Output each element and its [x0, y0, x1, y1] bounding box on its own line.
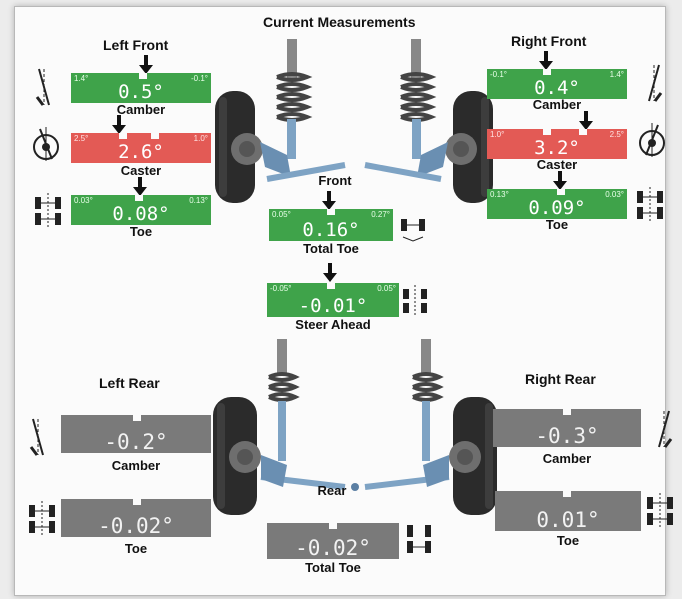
left-rear-toe-label: Toe: [124, 541, 148, 556]
right-front-camber-gauge: -0.1° 1.4° 0.4°: [487, 69, 627, 99]
front-total-toe-gauge: 0.05° 0.27° 0.16°: [269, 209, 393, 241]
left-front-camber-value: 0.5°: [118, 81, 164, 103]
caster-icon: [33, 127, 59, 161]
camber-icon: [648, 64, 663, 102]
front-suspension-illustration: [215, 39, 493, 203]
right-rear-toe-label: Toe: [556, 533, 580, 548]
left-front-toe-value: 0.08°: [112, 203, 170, 225]
steer-ahead-min: -0.05°: [270, 284, 292, 293]
right-rear-heading: Right Rear: [525, 371, 596, 387]
left-front-camber-gauge: 1.4° -0.1° 0.5°: [71, 73, 211, 103]
total-toe-icon: [407, 525, 431, 553]
front-axle-label: Front: [318, 173, 352, 188]
left-rear-toe-value: -0.02°: [98, 514, 174, 538]
right-front-toe-label: Toe: [545, 217, 569, 232]
toe-icon: [29, 501, 55, 535]
left-front-caster-max: 1.0°: [193, 134, 208, 143]
steer-ahead-max: 0.05°: [377, 284, 396, 293]
left-front-toe-max: 0.13°: [189, 196, 208, 205]
steer-ahead-label: Steer Ahead: [295, 317, 371, 332]
left-rear-camber-label: Camber: [111, 458, 161, 473]
steer-ahead-icon: [403, 285, 427, 317]
right-front-caster-label: Caster: [536, 157, 578, 172]
left-rear-camber-value: -0.2°: [104, 430, 168, 454]
right-rear-camber-label: Camber: [542, 451, 592, 466]
left-front-toe-label: Toe: [129, 224, 153, 239]
left-front-camber-max: -0.1°: [191, 74, 208, 83]
right-front-camber-max: 1.4°: [609, 70, 624, 79]
rear-suspension-illustration: [213, 339, 497, 515]
toe-icon: [637, 187, 663, 221]
right-front-toe-gauge: 0.13° 0.03° 0.09°: [487, 189, 627, 219]
right-rear-camber-gauge: -0.3°: [493, 409, 641, 447]
left-rear-heading: Left Rear: [99, 375, 160, 391]
left-front-heading: Left Front: [103, 37, 169, 53]
front-total-toe-value: 0.16°: [302, 219, 360, 241]
right-front-toe-max: 0.03°: [605, 190, 624, 199]
left-front-toe-gauge: 0.03° 0.13° 0.08°: [71, 195, 211, 225]
left-front-caster-label: Caster: [120, 163, 162, 178]
steer-ahead-value: -0.01°: [298, 295, 368, 317]
camber-icon: [658, 410, 673, 448]
page-title: Current Measurements: [263, 14, 416, 30]
right-front-caster-gauge: 1.0° 2.5° 3.2°: [487, 129, 627, 159]
right-front-camber-label: Camber: [532, 97, 582, 112]
front-total-toe-label: Total Toe: [303, 241, 359, 256]
left-front-caster-min: 2.5°: [74, 134, 89, 143]
rear-axle-label: Rear: [317, 483, 347, 498]
steer-ahead-gauge: -0.05° 0.05° -0.01°: [267, 283, 399, 317]
left-rear-toe-gauge: -0.02°: [61, 499, 211, 537]
toe-icon: [35, 193, 61, 227]
right-rear-toe-value: 0.01°: [536, 508, 600, 532]
front-total-toe-max: 0.27°: [371, 210, 390, 219]
right-front-camber-min: -0.1°: [490, 70, 507, 79]
right-front-caster-min: 1.0°: [490, 130, 505, 139]
caster-icon: [639, 123, 665, 157]
right-front-toe-min: 0.13°: [490, 190, 509, 199]
camber-icon: [35, 68, 50, 106]
left-front-toe-min: 0.03°: [74, 196, 93, 205]
total-toe-icon: [401, 219, 425, 242]
left-front-camber-label: Camber: [116, 102, 166, 117]
left-front-caster-gauge: 2.5° 1.0° 2.6°: [71, 133, 211, 163]
right-rear-toe-gauge: 0.01°: [495, 491, 641, 531]
right-rear-camber-value: -0.3°: [535, 424, 599, 448]
right-front-caster-max: 2.5°: [609, 130, 624, 139]
left-front-camber-min: 1.4°: [74, 74, 89, 83]
rear-total-toe-label: Total Toe: [305, 560, 361, 575]
rear-total-toe-value: -0.02°: [295, 536, 371, 560]
toe-icon: [647, 493, 673, 527]
right-front-caster-value: 3.2°: [534, 137, 580, 159]
left-rear-camber-gauge: -0.2°: [61, 415, 211, 453]
rear-total-toe-gauge: -0.02°: [267, 523, 399, 559]
right-front-toe-value: 0.09°: [528, 197, 586, 219]
right-front-camber-value: 0.4°: [534, 77, 580, 99]
right-front-heading: Right Front: [511, 33, 587, 49]
camber-icon: [29, 418, 44, 456]
front-total-toe-min: 0.05°: [272, 210, 291, 219]
left-front-caster-value: 2.6°: [118, 141, 164, 163]
measurement-sheet: Current Measurements: [14, 6, 673, 596]
